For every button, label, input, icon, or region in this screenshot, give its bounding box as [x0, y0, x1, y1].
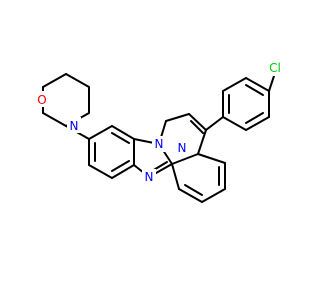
bond [245, 84, 264, 96]
azine-nitrogen-atom: N [175, 140, 189, 156]
bond [222, 116, 247, 131]
atom-label-layer: O N N N N Cl [35, 60, 284, 185]
bond [42, 73, 67, 88]
bond [42, 112, 67, 127]
bond [171, 153, 199, 165]
bond [171, 163, 180, 190]
bond [188, 113, 207, 131]
oxygen-atom: O [35, 91, 49, 107]
morpholine-nitrogen-label: N [70, 119, 79, 133]
chlorine-label: Cl [269, 61, 281, 75]
bond [65, 73, 90, 88]
bond [111, 132, 130, 144]
bond [197, 153, 226, 164]
bond [184, 184, 203, 196]
azine-nitrogen-label: N [178, 141, 187, 155]
bond [245, 112, 264, 124]
bond [111, 160, 130, 172]
bond [178, 188, 203, 203]
bond [222, 77, 247, 92]
bond [88, 164, 113, 179]
chemical-structure-diagram: O N N N N Cl [35, 60, 284, 203]
bond [190, 120, 204, 134]
bond [245, 77, 270, 92]
bond [205, 116, 224, 131]
imidazole-nitrogen-label: N [145, 170, 154, 184]
bond [201, 188, 226, 203]
bridgehead-nitrogen-atom: N [152, 136, 166, 152]
chlorine-atom: Cl [266, 60, 284, 76]
morpholine-nitrogen-atom: N [67, 117, 81, 133]
bond [197, 129, 207, 155]
oxygen-label: O [37, 93, 46, 107]
bond [245, 116, 270, 131]
bond [88, 125, 113, 140]
bond [111, 125, 135, 140]
bond [165, 113, 190, 122]
bond-layer [42, 73, 275, 203]
bridgehead-nitrogen-label: N [155, 137, 164, 151]
bond [111, 164, 135, 179]
bond [268, 75, 275, 92]
imidazole-nitrogen-atom: N [142, 169, 156, 185]
